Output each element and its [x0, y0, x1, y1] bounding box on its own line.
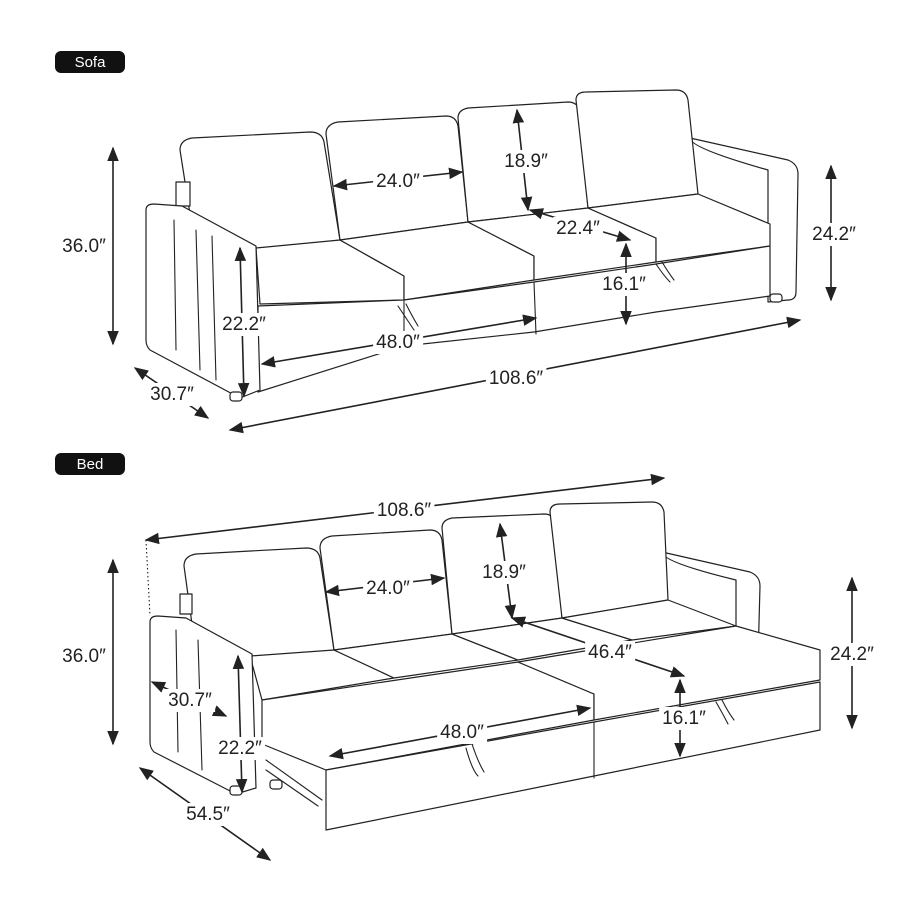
- bed-depth-label: 46.4″: [588, 642, 632, 663]
- sofa-seat-width-label: 48.0″: [376, 332, 420, 353]
- bed-seat-height-label: 22.2″: [218, 738, 262, 759]
- bed-label: Bed: [77, 456, 104, 473]
- bed-extended-depth-label: 54.5″: [186, 804, 230, 825]
- sofa-back-height-label: 18.9″: [504, 151, 548, 172]
- bed-dimension-labels: 108.6″ 36.0″ 24.0″ 18.9″ 46.4″ 24.2″ 30.…: [59, 499, 878, 826]
- sofa-back-width-label: 24.0″: [376, 171, 420, 192]
- sofa-arm-height-label: 24.2″: [812, 224, 856, 245]
- bed-back-height-label: 18.9″: [482, 562, 526, 583]
- bed-total-width-label: 108.6″: [377, 500, 432, 521]
- bed-arm-depth-label: 30.7″: [168, 690, 212, 711]
- sofa-seat-height-label: 22.2″: [222, 314, 266, 335]
- sofa-depth-label: 30.7″: [150, 384, 194, 405]
- sofa-label: Sofa: [75, 54, 107, 71]
- sofa-dimension-labels: 36.0″ 22.2″ 30.7″ 24.0″ 18.9″ 22.4″ 16.1…: [59, 150, 860, 406]
- sofa-seat-depth-label: 22.4″: [556, 218, 600, 239]
- bed-section: Bed: [55, 453, 878, 861]
- bed-height-label: 36.0″: [62, 646, 106, 667]
- sofa-seat-cushion-height-label: 16.1″: [602, 274, 646, 295]
- sofa-section: Sofa: [55, 51, 860, 434]
- bed-back-width-label: 24.0″: [366, 578, 410, 599]
- sofa-tag: Sofa: [55, 51, 125, 73]
- bed-drawing: [149, 501, 821, 831]
- sofa-total-width-label: 108.6″: [489, 368, 544, 389]
- sofa-drawing: [145, 89, 799, 402]
- bed-seat-cushion-height-label: 16.1″: [662, 708, 706, 729]
- bed-arm-height-label: 24.2″: [830, 644, 874, 665]
- bed-seat-width-label: 48.0″: [440, 722, 484, 743]
- sofa-height-label: 36.0″: [62, 236, 106, 257]
- bed-tag: Bed: [55, 453, 125, 475]
